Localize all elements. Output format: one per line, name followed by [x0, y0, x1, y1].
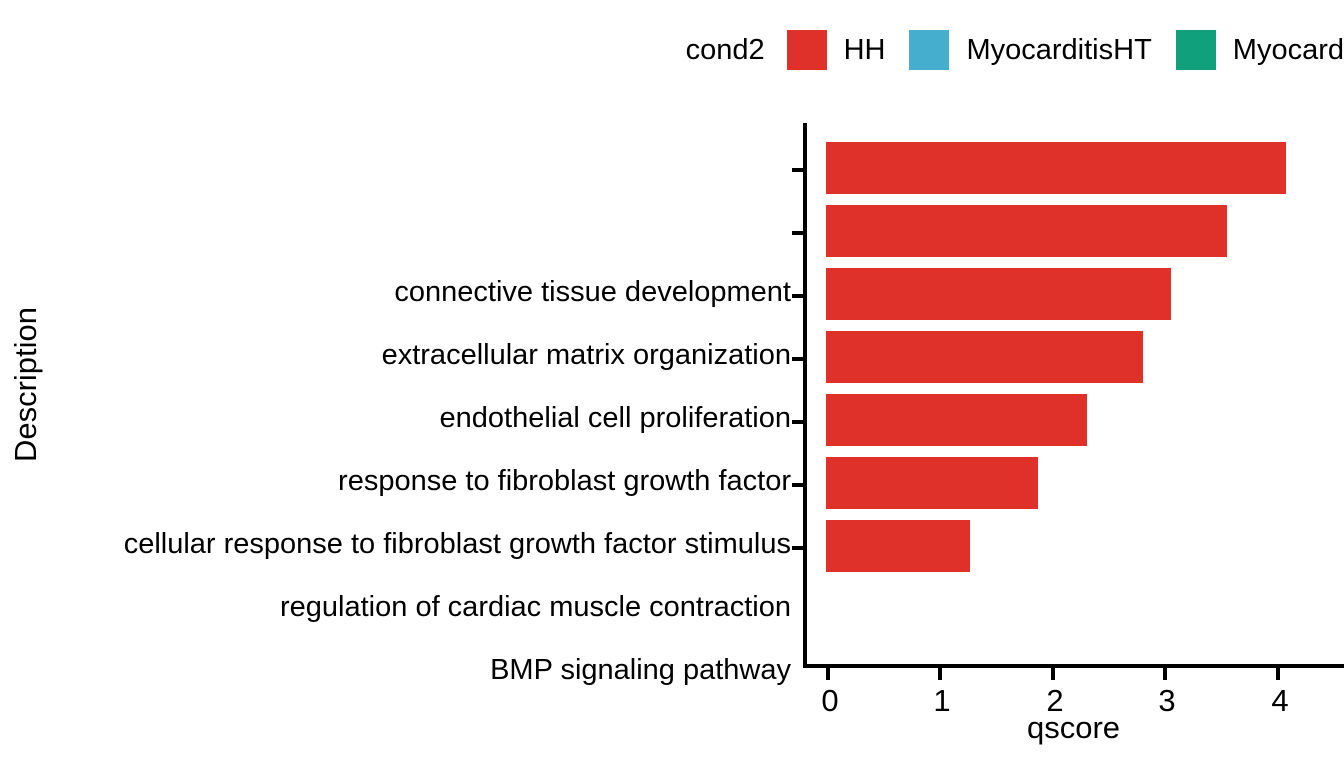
x-tick-label-1: 1: [933, 683, 951, 718]
x-axis-title-text: qscore: [1026, 710, 1121, 745]
x-tick-4: [1276, 668, 1280, 680]
y-tick-0: [792, 168, 803, 172]
bar-extracellular-matrix-organization[interactable]: [826, 205, 1227, 257]
legend-entry-myocard[interactable]: Myocard: [1175, 30, 1344, 70]
legend-swatch-myocarditisht: [909, 30, 950, 70]
legend-label-myocard: Myocard: [1232, 33, 1344, 66]
legend-label-hh: HH: [843, 33, 886, 66]
x-tick-label-2: 2: [1046, 683, 1064, 718]
y-tick-label-4: cellular response to fibroblast growth f…: [123, 528, 791, 560]
x-axis-title: qscore: [803, 712, 1344, 743]
legend-swatch-myocard: [1175, 30, 1216, 70]
legend-label-myocarditisht: MyocarditisHT: [966, 33, 1152, 66]
y-tick-label-6: BMP signaling pathway: [490, 654, 791, 686]
y-tick-4: [792, 420, 803, 424]
x-axis-line: [803, 664, 1344, 668]
legend-title: cond2: [685, 33, 765, 66]
legend-swatch-hh: [786, 30, 827, 70]
bar-response-to-fibroblast-growth-factor[interactable]: [826, 331, 1143, 383]
x-tick-label-3: 3: [1158, 683, 1176, 718]
x-tick-2: [1051, 668, 1055, 680]
y-tick-1: [792, 231, 803, 235]
plot-panel: 0 1 2 3 4: [792, 123, 1344, 716]
bar-bmp-signaling-pathway[interactable]: [826, 520, 970, 572]
bar-connective-tissue-development[interactable]: [826, 142, 1286, 194]
x-tick-0: [826, 668, 830, 680]
y-tick-6: [792, 546, 803, 550]
y-tick-label-1: extracellular matrix organization: [381, 339, 791, 371]
x-tick-label-0: 0: [821, 683, 839, 718]
y-axis-tick-labels: connective tissue development extracellu…: [0, 123, 791, 685]
x-tick-1: [938, 668, 942, 680]
y-tick-label-5: regulation of cardiac muscle contraction: [280, 591, 791, 623]
y-tick-label-0: connective tissue development: [394, 276, 791, 308]
y-tick-2: [792, 294, 803, 298]
y-axis-line: [803, 123, 807, 668]
x-tick-label-4: 4: [1271, 683, 1289, 718]
y-tick-3: [792, 357, 803, 361]
y-tick-label-3: response to fibroblast growth factor: [338, 465, 791, 497]
bar-endothelial-cell-proliferation[interactable]: [826, 268, 1171, 320]
bar-cellular-response-to-fibroblast-growth-factor-stimulus[interactable]: [826, 394, 1087, 446]
y-tick-5: [792, 483, 803, 487]
x-tick-3: [1163, 668, 1167, 680]
legend-entry-hh[interactable]: HH: [786, 30, 886, 70]
chart-legend: cond2 HH MyocarditisHT Myocard: [0, 0, 1344, 100]
y-tick-label-2: endothelial cell proliferation: [439, 402, 791, 434]
legend-entry-myocarditisht[interactable]: MyocarditisHT: [909, 30, 1152, 70]
bar-regulation-of-cardiac-muscle-contraction[interactable]: [826, 457, 1038, 509]
